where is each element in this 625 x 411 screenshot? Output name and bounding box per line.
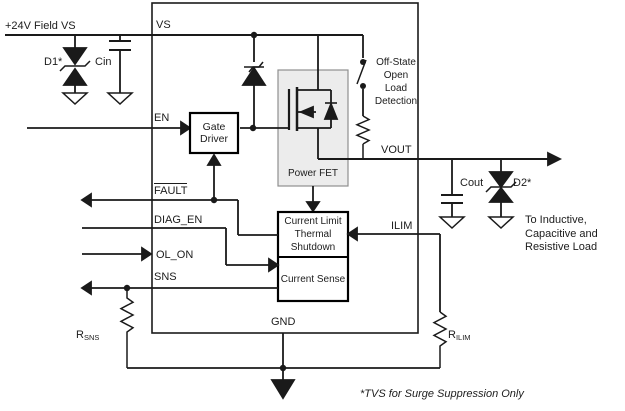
junction-dot (250, 31, 258, 39)
vout-arrow (547, 151, 563, 167)
power-fet-label: Power FET (287, 168, 338, 179)
cout-ground-symbol (438, 216, 466, 230)
pin-label-sns: SNS (154, 271, 177, 283)
ol-on-wire (82, 246, 153, 262)
rilim-resistor (432, 311, 448, 368)
pin-label-ol-on: OL_ON (156, 249, 194, 261)
pin-label-en: EN (154, 112, 170, 124)
fet-to-limit-arrow (305, 186, 321, 213)
pin-label-fault: FAULT (154, 183, 188, 197)
ilim-wire (346, 226, 441, 312)
d2-label: D2* (513, 177, 532, 189)
pin-label-vs: VS (156, 19, 171, 31)
rilim-label: RILIM (448, 329, 471, 342)
sns-wire (80, 280, 278, 296)
power-ground-arrow (270, 379, 296, 400)
fault-wire (80, 153, 278, 236)
d2-tvs-diode (485, 159, 517, 217)
rsns-resistor (119, 288, 135, 368)
current-limit-block-label: Current Limit Thermal Shutdown (284, 216, 342, 253)
cin-ground-symbol (106, 92, 134, 106)
current-sense-block-label: Current Sense (280, 273, 346, 285)
load-annotation: To Inductive, Capacitive and Resistive L… (525, 214, 598, 253)
mosfet-symbol (287, 35, 339, 159)
diag-en-arrow (268, 257, 280, 273)
pin-label-vout: VOUT (381, 144, 412, 156)
gate-driver-box (188, 111, 240, 155)
gate-driver-feedback-arrow (206, 153, 222, 166)
cin-label: Cin (95, 56, 112, 68)
sns-arrow (80, 280, 92, 296)
d1-ground-symbol (61, 92, 89, 106)
ic-boundary-box (151, 2, 419, 334)
d2-ground-symbol (487, 216, 515, 230)
fault-arrow (80, 192, 92, 208)
rsns-label: RSNS (76, 329, 100, 342)
vout-wire (318, 151, 563, 167)
pin-label-diag-en: DIAG_EN (154, 214, 203, 226)
supply-rail-label: +24V Field VS (5, 20, 76, 32)
en-wire (27, 120, 192, 136)
d1-tvs-diode (59, 35, 91, 93)
cout-label: Cout (460, 177, 484, 189)
diag-en-wire (82, 227, 280, 273)
off-state-switch (356, 35, 367, 116)
tvs-note: *TVS for Surge Suppression Only (360, 388, 524, 400)
body-diode (323, 101, 339, 120)
junction-dot (279, 364, 287, 372)
pin-label-ilim: ILIM (391, 220, 413, 232)
junction-dot (210, 196, 218, 204)
gnd-bus-wire (127, 333, 440, 400)
cin-capacitor (109, 35, 131, 93)
internal-zener-diode (241, 35, 267, 128)
pin-label-gnd: GND (271, 316, 296, 328)
ol-on-arrow (141, 246, 153, 262)
ilim-arrow (346, 226, 358, 242)
off-state-detection-label: Off-State Open Load Detection (374, 57, 418, 107)
gate-driver-block: Gate Driver (190, 113, 238, 153)
source-arrow (298, 105, 314, 119)
off-state-resistor (355, 115, 371, 159)
gate-driver-text-line2: Driver (200, 133, 228, 145)
gate-driver-text-line1: Gate (202, 120, 226, 133)
cout-capacitor (441, 159, 463, 217)
fet-rails (297, 89, 331, 129)
d1-label: D1* (44, 56, 63, 68)
